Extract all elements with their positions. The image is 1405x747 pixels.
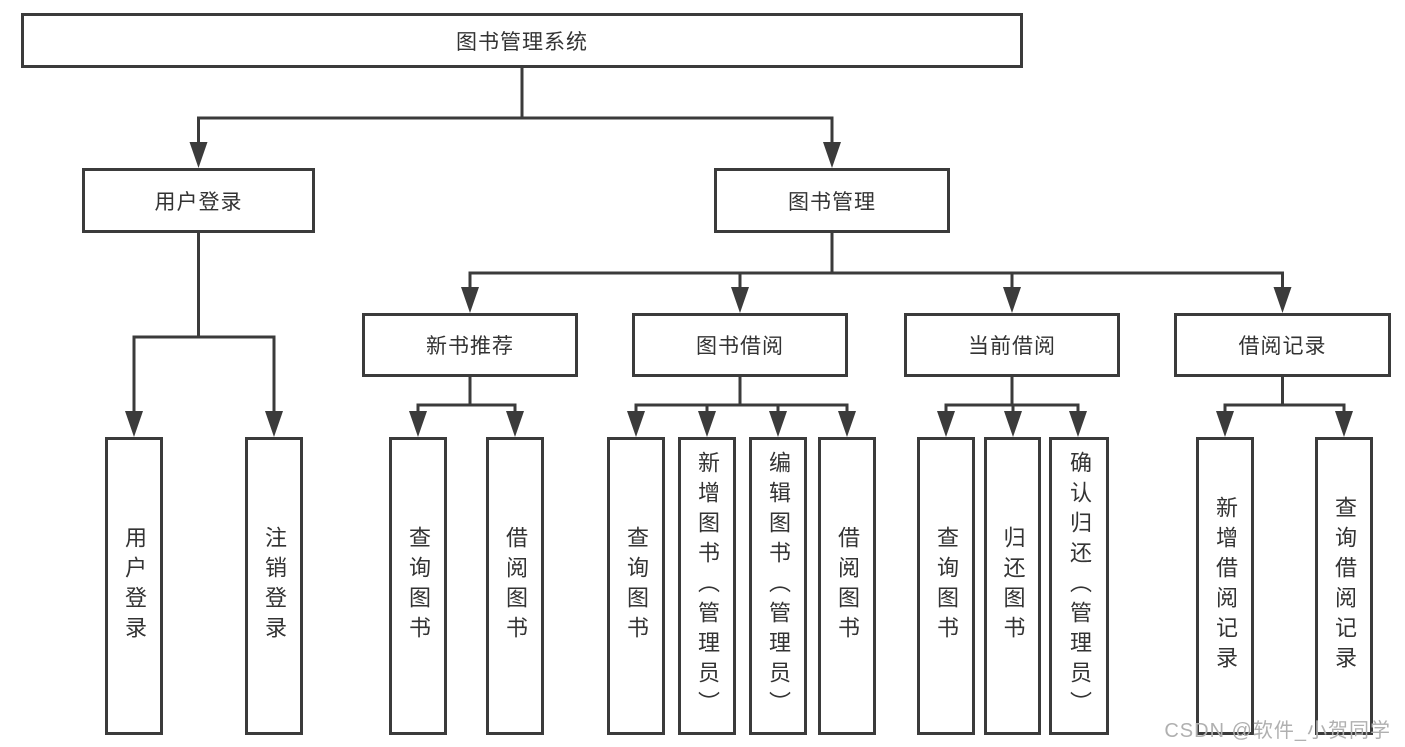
node-label: 查询图书 <box>406 526 431 646</box>
node-label: 归还图书 <box>1000 526 1026 646</box>
node-add-books-admin: 新增图书（管理员） <box>678 437 736 735</box>
node-label: 查询借阅记录 <box>1332 496 1357 676</box>
node-label: 查询图书 <box>624 526 649 646</box>
node-return-books: 归还图书 <box>984 437 1041 735</box>
node-label: 当前借阅 <box>968 335 1056 358</box>
node-label: 查询图书 <box>934 526 959 646</box>
node-book-management: 图书管理 <box>714 168 950 233</box>
node-label: 新增借阅记录 <box>1213 496 1238 676</box>
node-label: 确认归还（管理员） <box>1067 451 1092 721</box>
edge-arrowheads <box>125 142 1353 437</box>
node-borrowing-records: 借阅记录 <box>1174 313 1391 377</box>
node-label: 编辑图书（管理员） <box>766 451 791 721</box>
node-label: 借阅记录 <box>1238 335 1327 358</box>
node-label: 图书管理 <box>788 190 876 214</box>
node-query-borrow-record: 查询借阅记录 <box>1315 437 1373 735</box>
node-label: 图书借阅 <box>696 335 784 358</box>
node-current-borrowing: 当前借阅 <box>904 313 1120 377</box>
node-label: 用户登录 <box>122 526 147 646</box>
node-label: 借阅图书 <box>503 526 528 646</box>
node-logout: 注销登录 <box>245 437 303 735</box>
node-query-books-1: 查询图书 <box>389 437 447 735</box>
node-label: 注销登录 <box>262 526 287 646</box>
node-query-books-2: 查询图书 <box>607 437 665 735</box>
node-confirm-return-admin: 确认归还（管理员） <box>1049 437 1109 735</box>
node-label: 新书推荐 <box>426 335 514 358</box>
node-user-login-group: 用户登录 <box>82 168 315 233</box>
node-borrow-books-1: 借阅图书 <box>486 437 544 735</box>
node-query-books-3: 查询图书 <box>917 437 975 735</box>
watermark-text: CSDN @软件_小贺同学 <box>1164 720 1391 742</box>
node-root: 图书管理系统 <box>21 13 1023 68</box>
node-edit-books-admin: 编辑图书（管理员） <box>749 437 807 735</box>
node-add-borrow-record: 新增借阅记录 <box>1196 437 1254 735</box>
node-borrow-books-2: 借阅图书 <box>818 437 876 735</box>
node-label: 用户登录 <box>154 190 243 214</box>
node-new-book-recommend: 新书推荐 <box>362 313 578 377</box>
node-user-login: 用户登录 <box>105 437 163 735</box>
node-label: 新增图书（管理员） <box>695 451 720 721</box>
node-label: 图书管理系统 <box>456 30 588 54</box>
node-book-borrowing: 图书借阅 <box>632 313 848 377</box>
node-label: 借阅图书 <box>835 526 860 646</box>
